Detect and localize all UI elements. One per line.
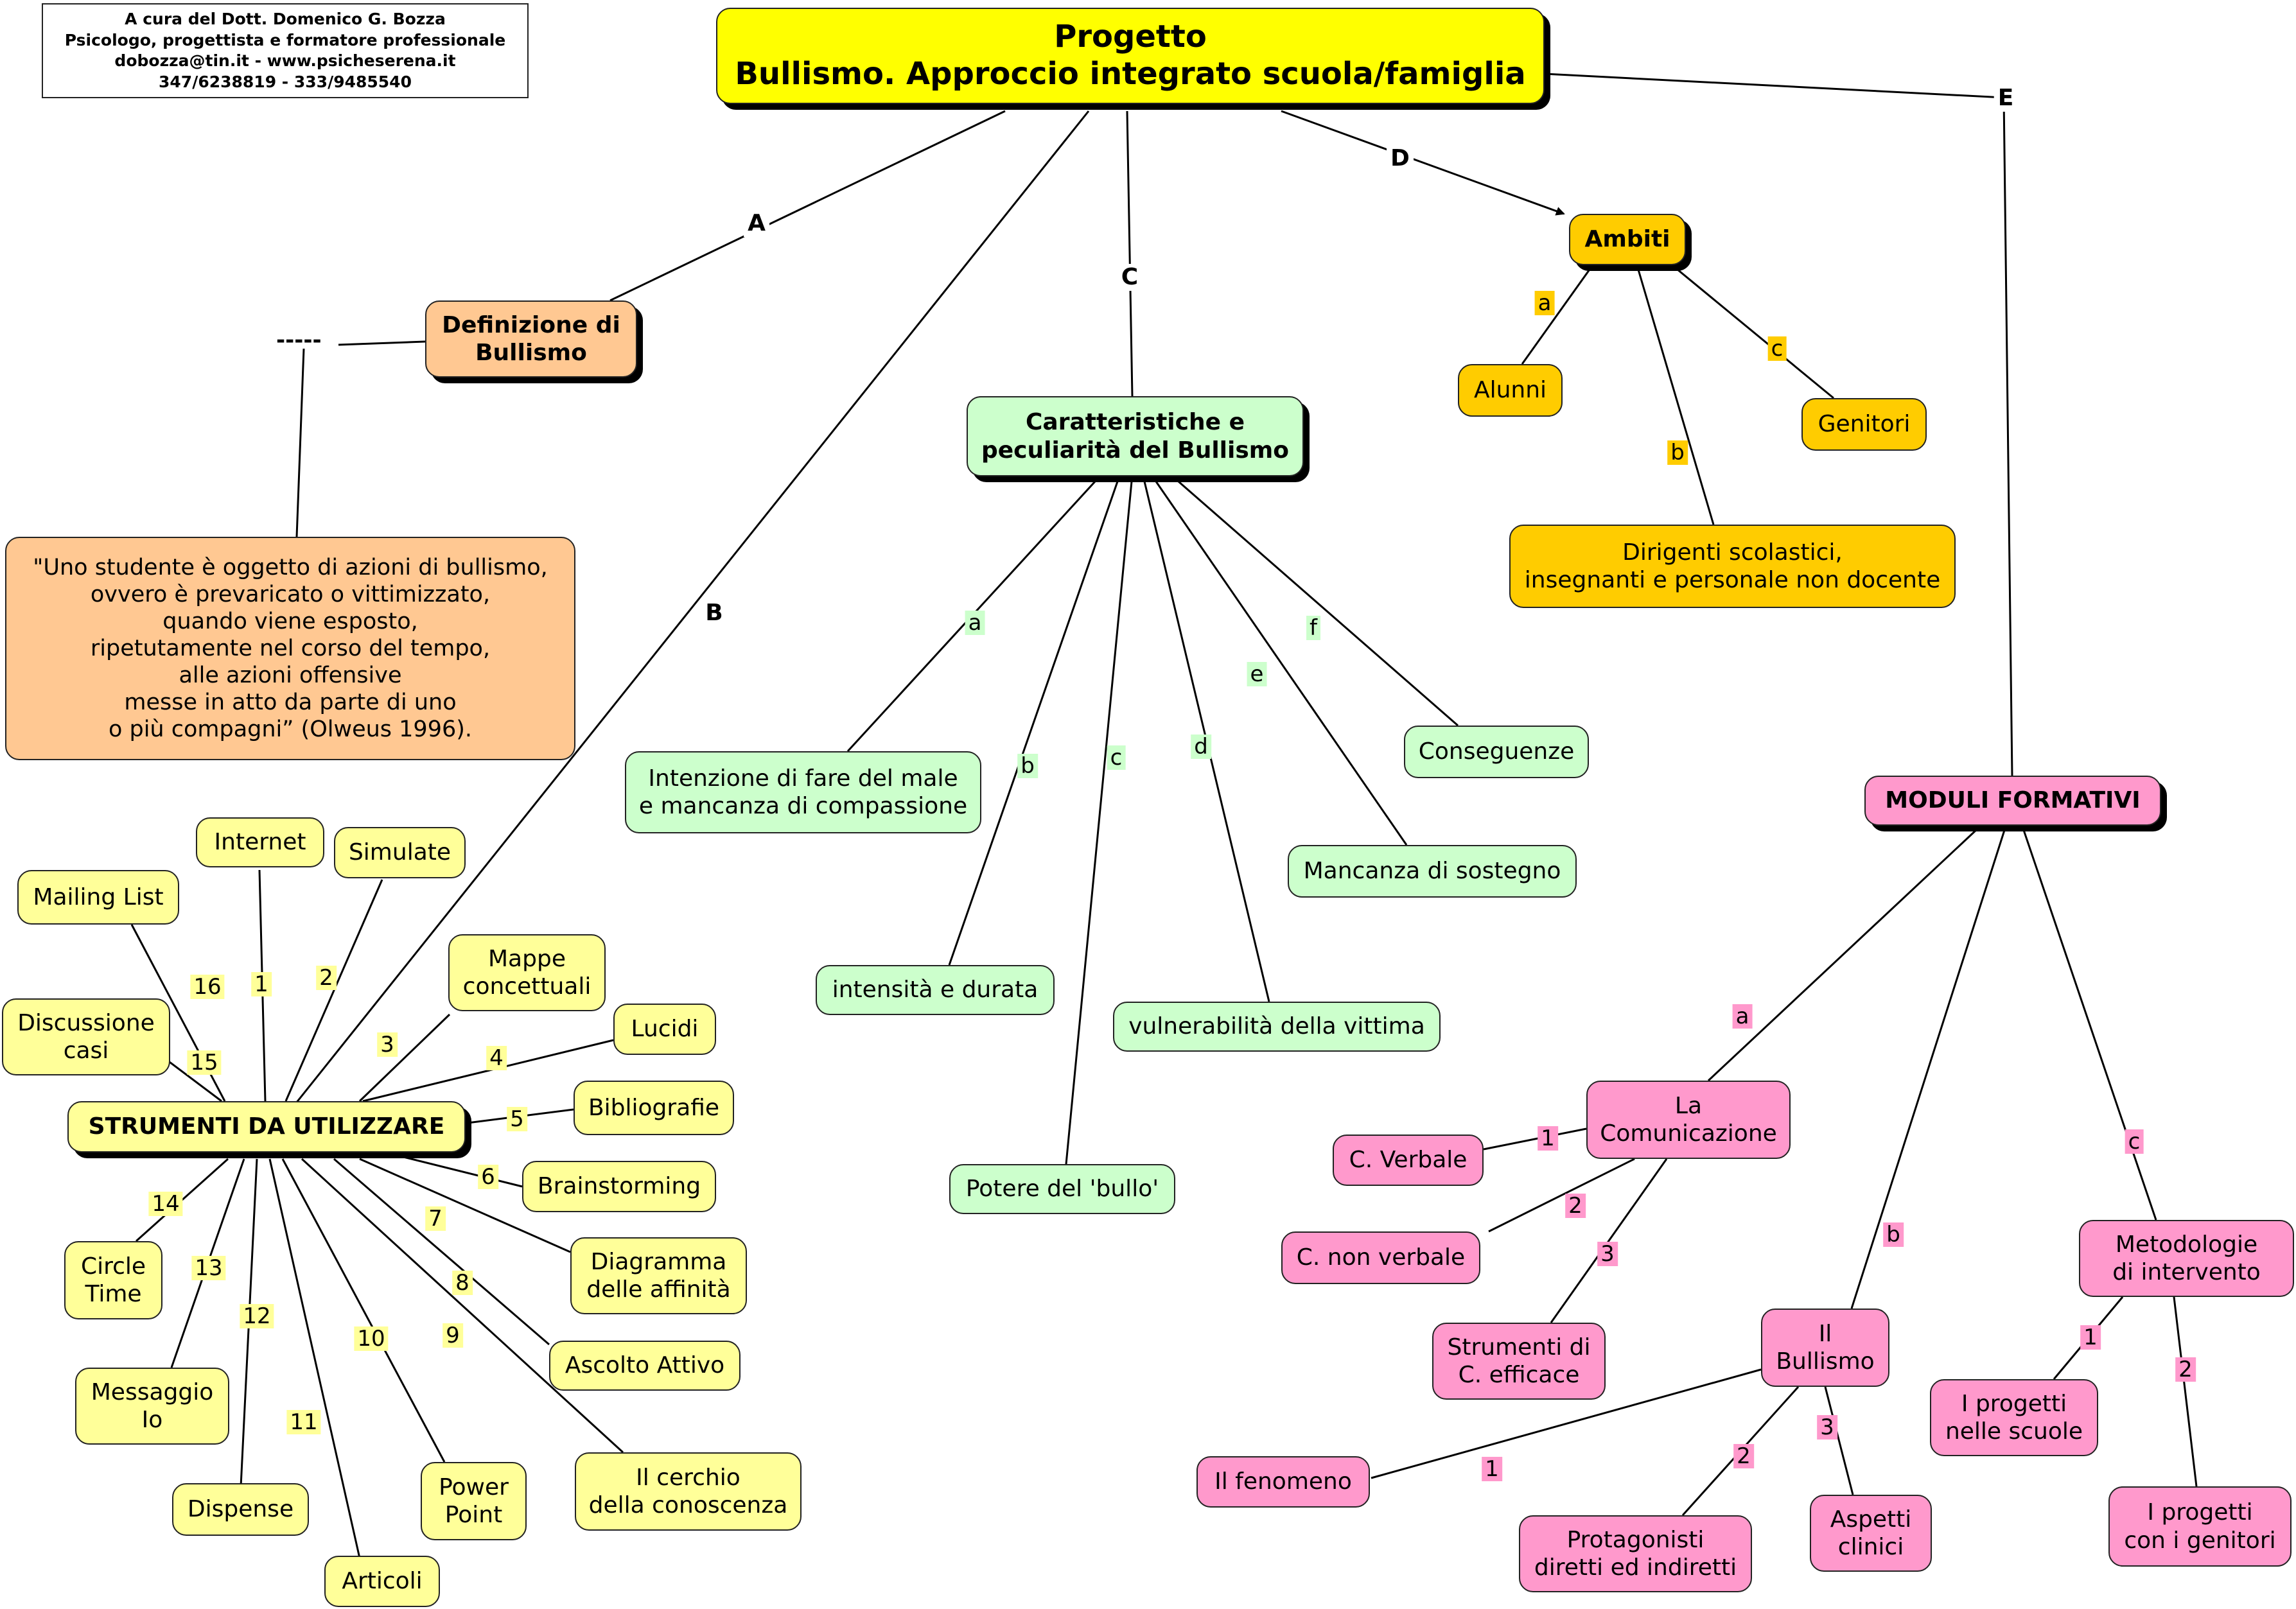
- mappe-node[interactable]: Mappe concettuali: [448, 934, 606, 1011]
- edge-label-str-16: 16: [190, 975, 225, 999]
- metodologie-node[interactable]: Metodologie di intervento: [2079, 1220, 2294, 1297]
- title-node[interactable]: Progetto Bullismo. Approccio integrato s…: [716, 8, 1545, 104]
- cerchio-node[interactable]: Il cerchio della conoscenza: [575, 1452, 802, 1531]
- edge-label-com-3: 3: [1597, 1242, 1618, 1266]
- genitori-node[interactable]: Genitori: [1801, 398, 1927, 451]
- edge-label-amb-a: a: [1534, 291, 1555, 315]
- edge-label-str-9: 9: [443, 1323, 463, 1348]
- moduli-node[interactable]: MODULI FORMATIVI: [1864, 776, 2161, 826]
- edge-label-amb-c: c: [1767, 336, 1787, 361]
- edge-label-car-f: f: [1306, 616, 1320, 640]
- mancanza-node[interactable]: Mancanza di sostegno: [1288, 845, 1577, 898]
- strumenti-node[interactable]: STRUMENTI DA UTILIZZARE: [67, 1101, 466, 1152]
- simulate-node[interactable]: Simulate: [334, 827, 466, 878]
- lucidi-node[interactable]: Lucidi: [613, 1004, 716, 1055]
- definizione-node[interactable]: Definizione di Bullismo: [425, 300, 637, 378]
- dirigenti-node[interactable]: Dirigenti scolastici, insegnanti e perso…: [1509, 525, 1956, 608]
- progetti-genitori-node[interactable]: I progetti con i genitori: [2108, 1486, 2292, 1567]
- author-line-4: 347/6238819 - 333/9485540: [159, 72, 412, 91]
- edge-label-str-2: 2: [316, 966, 337, 990]
- messaggio-node[interactable]: Messaggio Io: [75, 1368, 229, 1445]
- author-line-1: A cura del Dott. Domenico G. Bozza: [125, 10, 446, 28]
- edge-label-car-a: a: [965, 611, 985, 635]
- cnonverbale-node[interactable]: C. non verbale: [1281, 1231, 1480, 1284]
- edge-label-car-b: b: [1017, 754, 1038, 778]
- mailing-node[interactable]: Mailing List: [17, 870, 179, 925]
- alunni-node[interactable]: Alunni: [1458, 364, 1563, 417]
- intensita-node[interactable]: intensità e durata: [816, 965, 1055, 1015]
- author-line-3: dobozza@tin.it - www.psicheserena.it: [114, 51, 456, 70]
- discussione-node[interactable]: Discussione casi: [2, 998, 170, 1075]
- edge-label-str-15: 15: [187, 1050, 222, 1075]
- edge-label-str-7: 7: [425, 1206, 446, 1231]
- diagramma-node[interactable]: Diagramma delle affinità: [570, 1237, 747, 1314]
- bibliografie-node[interactable]: Bibliografie: [574, 1081, 734, 1135]
- dashes: -----: [276, 327, 322, 353]
- strumenti-c-node[interactable]: Strumenti di C. efficace: [1432, 1323, 1606, 1400]
- edge-label-com-2: 2: [1565, 1194, 1586, 1218]
- caratteristiche-node[interactable]: Caratteristiche e peculiarità del Bullis…: [967, 396, 1304, 476]
- potere-node[interactable]: Potere del 'bullo': [949, 1164, 1175, 1214]
- intenzione-node[interactable]: Intenzione di fare del male e mancanza d…: [625, 751, 981, 833]
- edge-label-str-3: 3: [377, 1032, 398, 1057]
- fenomeno-node[interactable]: Il fenomeno: [1196, 1456, 1370, 1508]
- cverbale-node[interactable]: C. Verbale: [1333, 1135, 1484, 1186]
- protagonisti-node[interactable]: Protagonisti diretti ed indiretti: [1519, 1515, 1752, 1592]
- edge-label-E: E: [1994, 85, 2018, 112]
- quote-node[interactable]: "Uno studente è oggetto di azioni di bul…: [5, 537, 575, 760]
- vulnerabilita-node[interactable]: vulnerabilità della vittima: [1113, 1002, 1441, 1052]
- comunicazione-node[interactable]: La Comunicazione: [1586, 1081, 1791, 1159]
- edge-label-str-13: 13: [191, 1256, 226, 1280]
- brainstorming-node[interactable]: Brainstorming: [522, 1161, 716, 1212]
- edge-label-bul-1: 1: [1482, 1457, 1502, 1481]
- edge-label-car-e: e: [1247, 662, 1267, 686]
- edge-label-met-2: 2: [2175, 1357, 2196, 1382]
- edge-label-str-6: 6: [478, 1165, 498, 1189]
- edge-label-car-c: c: [1107, 745, 1126, 770]
- internet-node[interactable]: Internet: [196, 817, 324, 867]
- articoli-node[interactable]: Articoli: [324, 1556, 440, 1607]
- dispense-node[interactable]: Dispense: [172, 1483, 309, 1536]
- edge-label-str-12: 12: [240, 1304, 274, 1328]
- edge-label-bul-2: 2: [1733, 1444, 1754, 1468]
- ascolto-node[interactable]: Ascolto Attivo: [549, 1341, 741, 1391]
- edge-label-str-5: 5: [507, 1107, 527, 1131]
- edge-label-B: B: [701, 600, 727, 627]
- aspetti-node[interactable]: Aspetti clinici: [1810, 1495, 1932, 1572]
- edge-label-str-4: 4: [486, 1046, 507, 1070]
- edge-label-C: C: [1117, 264, 1143, 291]
- author-box: A cura del Dott. Domenico G. Bozza Psico…: [42, 3, 529, 98]
- edge-label-mod-b: b: [1883, 1222, 1904, 1247]
- edge-label-str-10: 10: [354, 1326, 389, 1351]
- powerpoint-node[interactable]: Power Point: [421, 1462, 527, 1540]
- edge-label-met-1: 1: [2080, 1325, 2101, 1350]
- conseguenze-node[interactable]: Conseguenze: [1404, 726, 1589, 778]
- il-bullismo-node[interactable]: Il Bullismo: [1761, 1309, 1889, 1387]
- progetti-scuole-node[interactable]: I progetti nelle scuole: [1930, 1379, 2098, 1456]
- edge-label-D: D: [1387, 145, 1414, 172]
- ambiti-node[interactable]: Ambiti: [1569, 214, 1686, 265]
- edge-label-com-1: 1: [1538, 1126, 1558, 1151]
- edge-label-str-8: 8: [452, 1271, 473, 1295]
- edge-label-bul-3: 3: [1817, 1415, 1837, 1439]
- edge-label-mod-c: c: [2125, 1129, 2144, 1154]
- circle-node[interactable]: Circle Time: [64, 1241, 162, 1319]
- edge-label-car-d: d: [1191, 735, 1211, 759]
- edge-label-str-11: 11: [286, 1410, 321, 1434]
- author-line-2: Psicologo, progettista e formatore profe…: [64, 30, 506, 49]
- edge-label-amb-b: b: [1667, 440, 1688, 465]
- edge-label-str-1: 1: [251, 972, 272, 996]
- edge-label-mod-a: a: [1732, 1004, 1753, 1029]
- edge-label-str-14: 14: [148, 1192, 183, 1216]
- edge-label-A: A: [744, 210, 769, 237]
